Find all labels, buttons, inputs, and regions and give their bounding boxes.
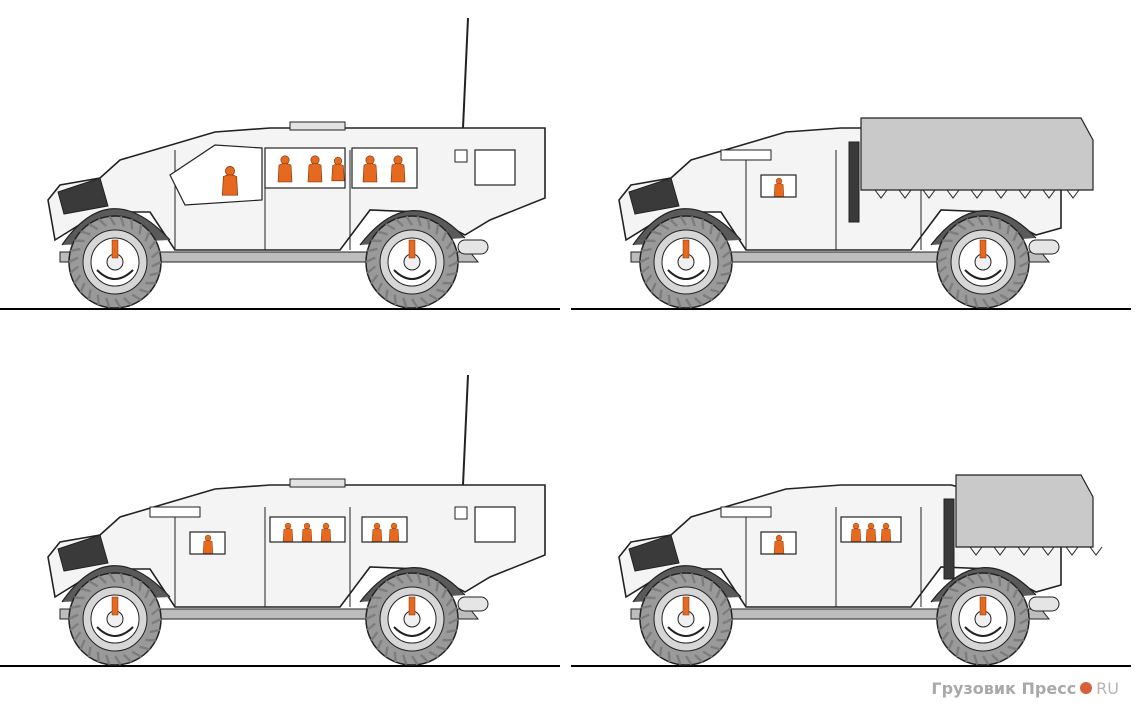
cargo-canopy: [860, 117, 1094, 191]
occupant-figure: [880, 522, 892, 542]
roof-hatch: [289, 478, 346, 488]
vehicle-drawing-canopy-full: [571, 117, 1131, 310]
tow-hitch: [457, 239, 489, 255]
vehicle-drawing-canopy-short: [571, 474, 1131, 667]
canopy-strap: [1018, 189, 1032, 199]
occupant-figure: [282, 522, 294, 542]
rear-wheel: [936, 215, 1030, 309]
occupant-figure: [362, 155, 378, 183]
front-armor-panel: [628, 534, 680, 572]
occupant-figure: [865, 522, 877, 542]
watermark-suffix: RU: [1096, 678, 1119, 698]
rear-wheel: [936, 572, 1030, 666]
occupant-figure: [388, 522, 400, 542]
front-wheel: [68, 215, 162, 309]
vehicle-panel-hardtop-long: [0, 0, 570, 356]
front-armor-panel: [57, 177, 109, 215]
occupant-figure: [773, 177, 785, 197]
canopy-strap: [874, 189, 888, 199]
canopy-strap: [1042, 189, 1056, 199]
front-armor-panel: [628, 177, 680, 215]
occupant-figure: [850, 522, 862, 542]
publisher-watermark: Грузовик Пресс RU: [931, 677, 1119, 699]
windshield: [169, 144, 263, 206]
front-wheel: [639, 215, 733, 309]
vehicle-drawing-hardtop-small: [0, 374, 560, 667]
rear-window: [474, 506, 516, 543]
front-slit-window: [720, 506, 772, 518]
occupant-figure: [390, 155, 406, 183]
front-slit-window: [149, 506, 201, 518]
side-window-rear: [351, 147, 418, 189]
canopy-strap: [994, 189, 1008, 199]
occupant-figure: [773, 534, 785, 554]
rear-wheel: [365, 572, 459, 666]
canopy-strap: [970, 189, 984, 199]
cab-bulkhead: [848, 141, 860, 223]
rear-light: [454, 506, 468, 520]
canopy-strap: [969, 546, 983, 556]
canopy-strap: [1017, 546, 1031, 556]
canopy-strap: [1089, 546, 1103, 556]
canopy-strap: [946, 189, 960, 199]
watermark-dot-icon: [1080, 682, 1093, 694]
vehicle-panel-canopy-full: [571, 0, 1141, 356]
vehicle-panel-hardtop-small: [0, 357, 570, 713]
occupant-figure: [277, 155, 293, 183]
rear-wheel: [365, 215, 459, 309]
vehicle-body-group: [571, 117, 1131, 310]
canopy-strap: [898, 189, 912, 199]
vehicle-body-group: [0, 374, 560, 667]
occupant-figure: [307, 155, 323, 183]
canopy-strap: [922, 189, 936, 199]
occupant-figure: [371, 522, 383, 542]
vehicle-hull: [47, 127, 546, 251]
occupant-figure: [320, 522, 332, 542]
vehicle-body-group: [0, 17, 560, 310]
roof-hatch: [289, 121, 346, 131]
cargo-canopy: [955, 474, 1094, 548]
occupant-figure: [301, 522, 313, 542]
vehicle-drawing-hardtop-long: [0, 17, 560, 310]
occupant-figure: [331, 156, 345, 182]
occupant-figure: [202, 534, 214, 554]
cab-bulkhead: [943, 498, 955, 580]
canopy-strap: [1065, 546, 1079, 556]
rear-window: [474, 149, 516, 186]
occupant-figure: [221, 166, 239, 196]
rear-light: [454, 149, 468, 163]
canopy-strap: [993, 546, 1007, 556]
tow-hitch: [1028, 596, 1060, 612]
front-slit-window: [720, 149, 772, 161]
canopy-strap: [1041, 546, 1055, 556]
vehicle-body-group: [571, 474, 1131, 667]
tow-hitch: [457, 596, 489, 612]
canopy-strap: [1066, 189, 1080, 199]
tow-hitch: [1028, 239, 1060, 255]
watermark-text: Грузовик Пресс: [931, 678, 1077, 698]
vehicle-panel-canopy-short: [571, 357, 1141, 713]
front-wheel: [639, 572, 733, 666]
side-window-rear: [361, 516, 408, 543]
front-armor-panel: [57, 534, 109, 572]
front-wheel: [68, 572, 162, 666]
